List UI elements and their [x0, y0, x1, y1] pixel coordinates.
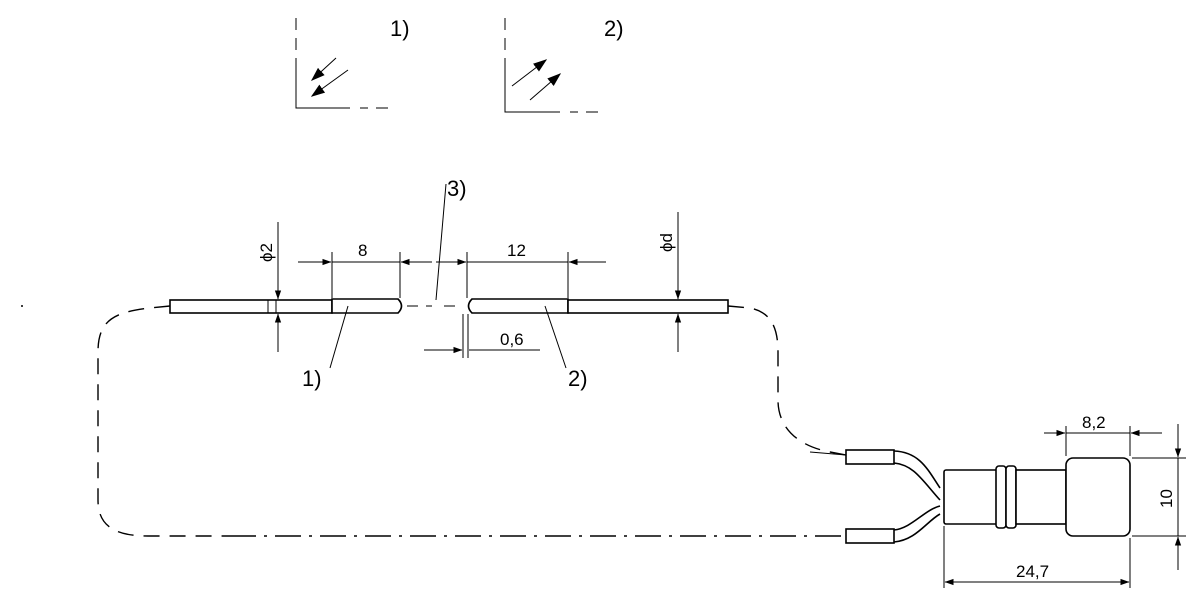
legend-label-2: 2)	[604, 16, 624, 41]
dimension-len8-label: 8	[358, 241, 367, 260]
callout-3-label: 3)	[447, 176, 467, 201]
dimension-len8: 8	[298, 241, 432, 298]
dimension-dia2-label: ϕ2	[257, 243, 276, 262]
dimension-dia10-label: 10	[1157, 489, 1176, 508]
legend-label-1: 1)	[390, 16, 410, 41]
cable-loop	[97, 305, 847, 537]
arrow-icon	[310, 69, 349, 97]
m8-connector	[943, 457, 1131, 537]
arrow-icon	[511, 59, 548, 87]
legend-symbol-1: 1)	[295, 16, 410, 109]
dimension-len82-label: 8,2	[1082, 413, 1106, 432]
callout-1: 1)	[302, 305, 349, 391]
dimension-diad: ϕd	[657, 212, 682, 352]
dimension-gap06: 0,6	[424, 314, 540, 358]
callout-1-label: 1)	[302, 366, 322, 391]
callout-2: 2)	[544, 305, 588, 391]
stray-dot	[21, 305, 23, 307]
split-wires	[809, 449, 941, 544]
arrow-icon	[529, 73, 562, 101]
legend-symbol-2: 2)	[504, 16, 624, 113]
dimension-len247: 24,7	[943, 526, 1131, 588]
dimension-len12-label: 12	[507, 241, 526, 260]
arrow-icon	[310, 57, 337, 81]
callout-2-label: 2)	[568, 366, 588, 391]
callout-3: 3)	[435, 176, 467, 301]
dimension-dia2: ϕ2	[257, 222, 282, 352]
dimension-diad-label: ϕd	[657, 233, 676, 252]
dimension-len12: 12	[436, 241, 606, 298]
dimension-gap06-label: 0,6	[500, 330, 524, 349]
emitter-probe	[169, 298, 403, 314]
dimension-len247-label: 24,7	[1016, 562, 1049, 581]
dimension-len82: 8,2	[1044, 413, 1162, 456]
dimension-dia10: 10	[1132, 424, 1186, 570]
receiver-probe	[467, 298, 729, 314]
